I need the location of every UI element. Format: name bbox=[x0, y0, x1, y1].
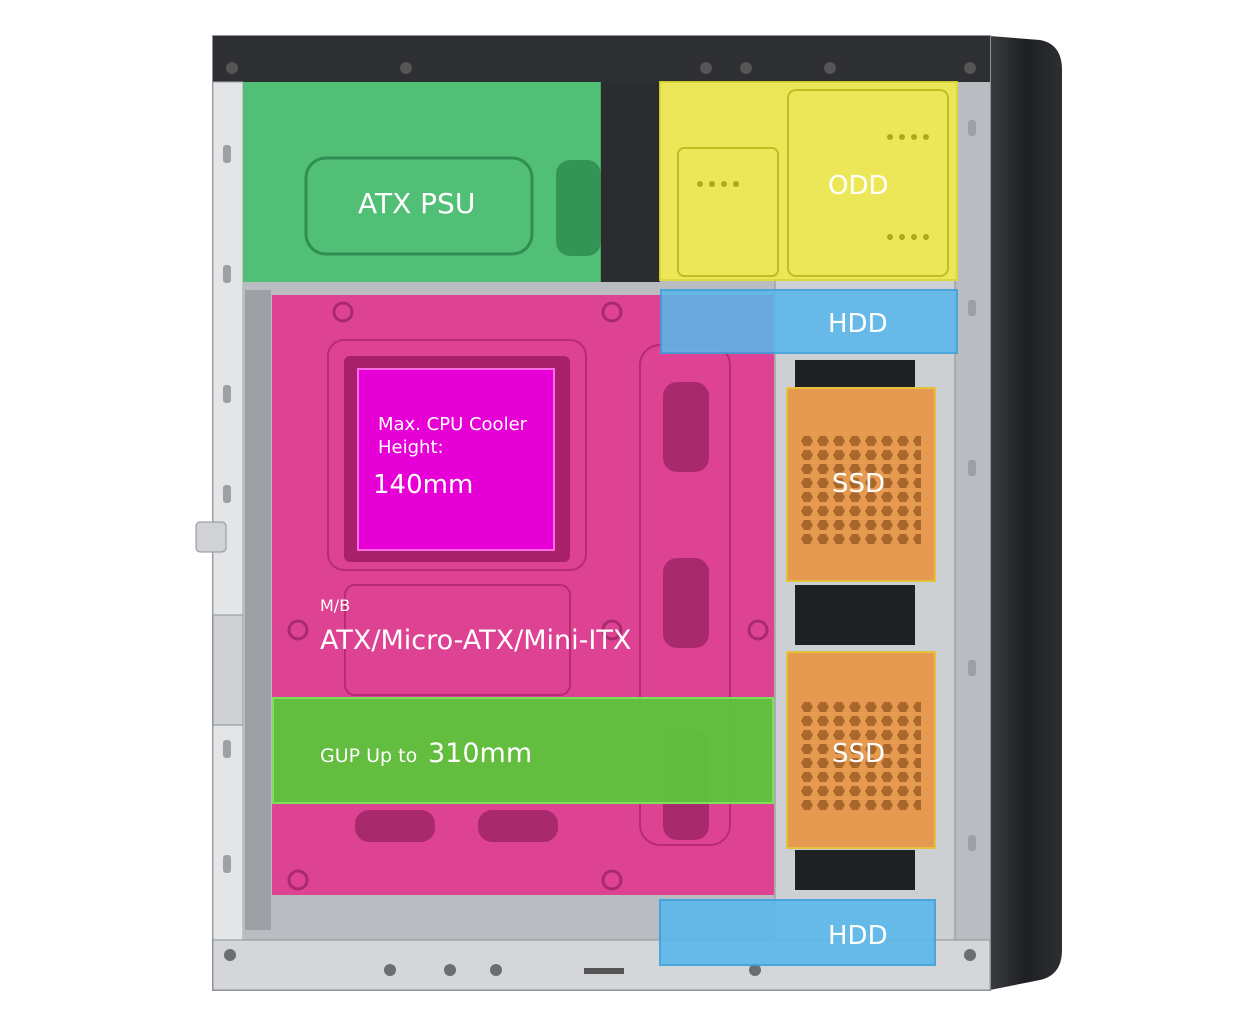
ssd-2-label: SSD bbox=[832, 739, 886, 769]
right-edge-holes bbox=[968, 120, 976, 851]
hdd-bottom-label: HDD bbox=[828, 921, 888, 951]
cpu-cooler-zone bbox=[357, 368, 555, 551]
odd-bay-1 bbox=[677, 147, 779, 277]
odd-bay-2 bbox=[787, 89, 949, 277]
hdd-bottom-zone bbox=[659, 899, 936, 966]
front-panel bbox=[990, 36, 1062, 990]
bottom-slot bbox=[584, 968, 624, 974]
cage-slot-3 bbox=[795, 850, 915, 890]
psu-port bbox=[556, 160, 601, 256]
cpu-cooler-line2: Height: bbox=[378, 437, 444, 458]
psu-inner bbox=[304, 156, 534, 256]
hdd-top-label: HDD bbox=[828, 309, 888, 339]
left-rail-slots bbox=[223, 145, 231, 873]
gpu-zone bbox=[273, 698, 773, 803]
psu-zone bbox=[243, 82, 601, 282]
hdd-top-zone bbox=[660, 289, 958, 354]
cpu-cooler-value: 140mm bbox=[373, 470, 474, 500]
gpu-value: 310mm bbox=[428, 738, 533, 769]
ssd-2-hex bbox=[797, 700, 921, 810]
ssd-1-hex bbox=[797, 436, 921, 546]
cpu-cooler-line1: Max. CPU Cooler bbox=[378, 414, 528, 435]
cage-slot-1 bbox=[795, 360, 915, 388]
odd-dots bbox=[697, 134, 929, 240]
bottom-screws bbox=[224, 949, 976, 976]
motherboard-value: ATX/Micro-ATX/Mini-ITX bbox=[320, 625, 632, 656]
motherboard-standoffs bbox=[287, 301, 769, 891]
interior-dark bbox=[600, 82, 660, 282]
gpu-label: GUP Up to bbox=[320, 745, 418, 767]
cage-slot-2 bbox=[795, 585, 915, 645]
vent-strip bbox=[245, 290, 271, 930]
io-bracket bbox=[212, 614, 244, 726]
left-clip bbox=[195, 521, 227, 553]
top-rim bbox=[213, 36, 990, 82]
psu-label: ATX PSU bbox=[358, 187, 476, 220]
top-screws bbox=[226, 62, 976, 74]
motherboard-label: M/B bbox=[320, 596, 351, 615]
gpu-zone-border bbox=[272, 697, 774, 804]
ssd-1-label: SSD bbox=[832, 469, 886, 499]
odd-label: ODD bbox=[828, 171, 889, 201]
odd-zone bbox=[659, 81, 958, 281]
